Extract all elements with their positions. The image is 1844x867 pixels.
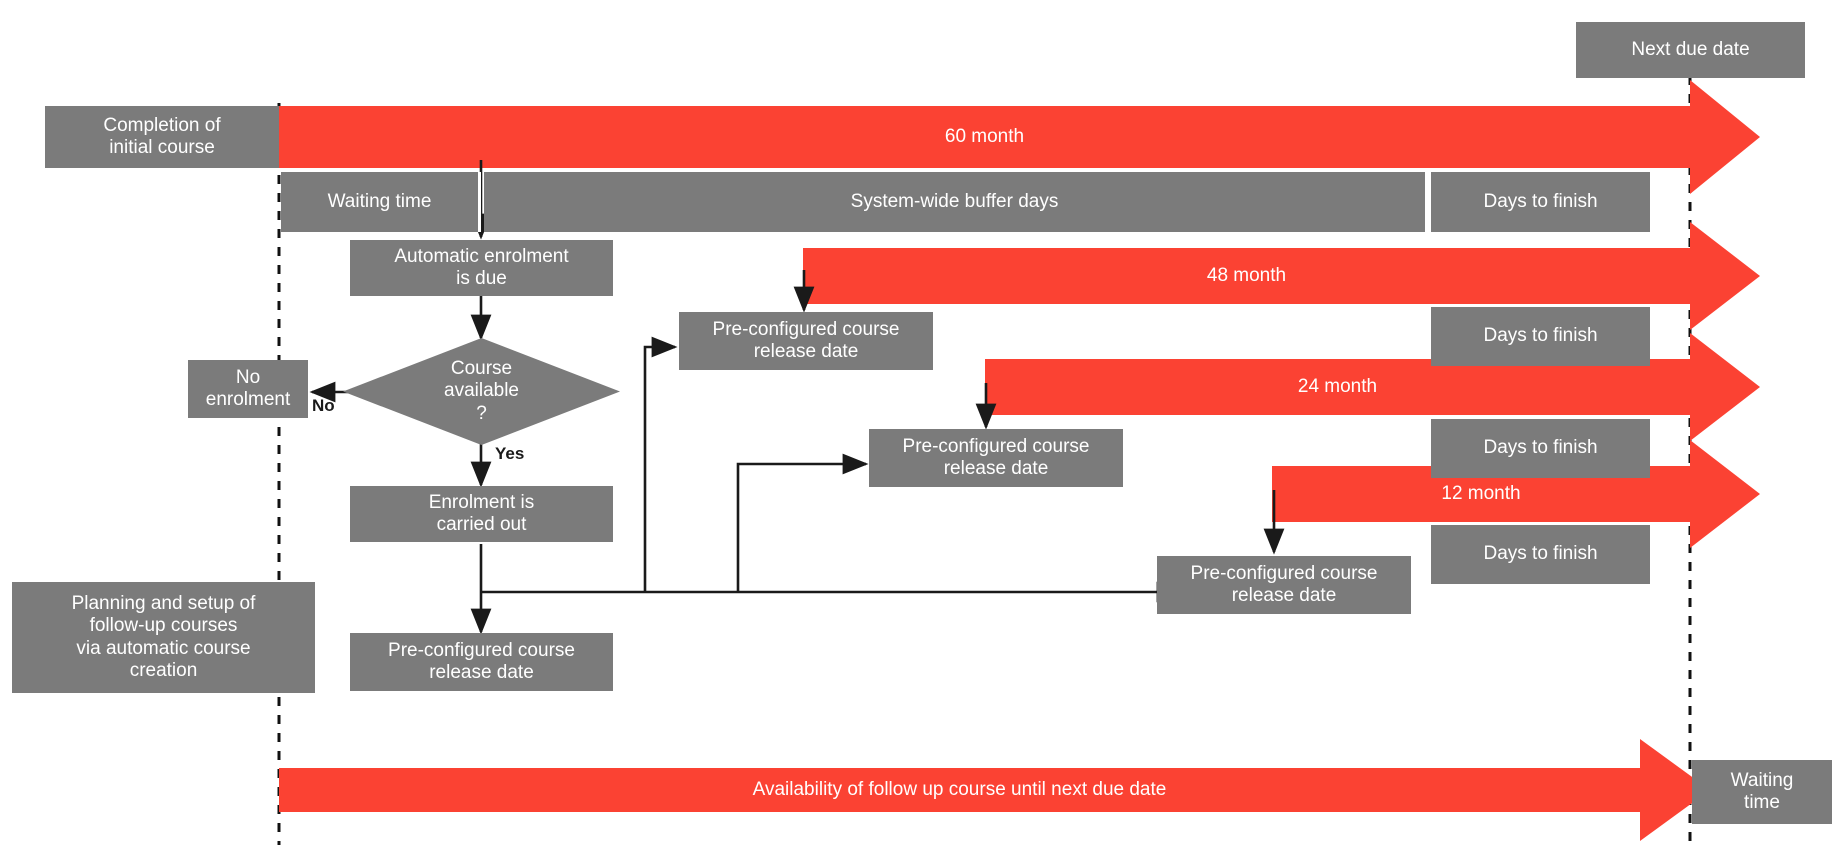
node-label: System-wide buffer days	[850, 190, 1059, 212]
node-label: Days to finish	[1483, 190, 1598, 212]
node-label: Next due date	[1631, 38, 1750, 60]
red-bar-availability	[279, 739, 1710, 841]
node-label: Days to finish	[1483, 325, 1598, 347]
node-days-to-finish-3[interactable]: Days to finish	[1431, 419, 1650, 478]
connector-branch-to-preconfig-2	[643, 336, 678, 592]
decision-diamond-shape[interactable]	[343, 338, 620, 445]
node-days-to-finish-4[interactable]: Days to finish	[1431, 525, 1650, 584]
node-days-to-finish-1[interactable]: Days to finish	[1431, 172, 1650, 232]
node-next-due-date[interactable]: Next due date	[1576, 22, 1805, 78]
edge-label-no: No	[312, 396, 335, 415]
node-label: Days to finish	[1483, 543, 1598, 565]
red-bar-60-month	[279, 80, 1760, 194]
edge-label-yes: Yes	[495, 444, 525, 463]
node-waiting-time-top[interactable]: Waiting time	[281, 172, 481, 232]
connector-branch-to-preconfig-3	[736, 453, 869, 592]
node-system-wide-buffer-days[interactable]: System-wide buffer days	[484, 172, 1428, 232]
node-label: Waiting time	[327, 190, 432, 212]
node-days-to-finish-2[interactable]: Days to finish	[1431, 307, 1650, 366]
red-bar-48-month	[803, 222, 1760, 330]
node-label: Days to finish	[1483, 437, 1598, 459]
